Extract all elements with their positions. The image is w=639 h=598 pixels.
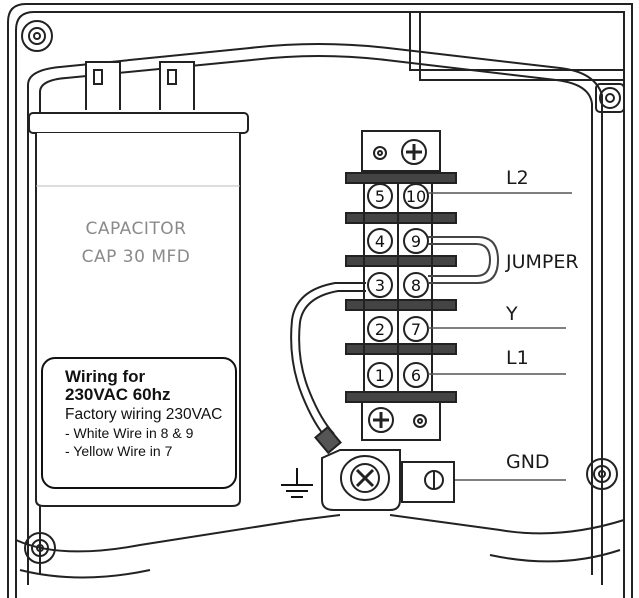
note-yellow-wire: - Yellow Wire in 7 <box>65 442 173 459</box>
terminal-8: 8 <box>411 276 421 295</box>
capacitor-label-line2: CAP 30 MFD <box>82 247 191 267</box>
capacitor-label-line1: CAPACITOR <box>86 219 187 239</box>
corner-screw-bottom-left <box>24 532 56 564</box>
terminal-circles <box>367 183 429 388</box>
terminal-10: 10 <box>406 187 426 206</box>
corner-screw-top-left <box>21 20 53 52</box>
terminal-3: 3 <box>375 276 385 295</box>
terminal-block <box>345 130 457 441</box>
terminal-9: 9 <box>411 232 421 251</box>
note-white-wire: - White Wire in 8 & 9 <box>65 424 194 441</box>
terminal-7: 7 <box>411 320 421 339</box>
label-jumper: JUMPER <box>505 251 579 273</box>
terminal-4: 4 <box>375 232 385 251</box>
ground-wire <box>290 282 366 455</box>
ground-symbol-icon <box>281 468 313 498</box>
corner-screw-top-right <box>595 83 625 113</box>
enclosure-outline <box>7 3 633 598</box>
terminal-1: 1 <box>375 366 385 385</box>
note-title-line2: 230VAC 60hz <box>65 384 171 404</box>
label-y: Y <box>505 303 518 325</box>
label-gnd: GND <box>506 451 550 473</box>
terminal-2: 2 <box>375 320 385 339</box>
note-title-line1: Wiring for <box>65 367 146 386</box>
jumper-wire <box>428 236 500 284</box>
terminal-5: 5 <box>375 187 385 206</box>
label-l1: L1 <box>506 347 529 369</box>
corner-screw-bottom-right <box>586 458 618 490</box>
wiring-note-box: Wiring for 230VAC 60hz Factory wiring 23… <box>41 357 237 489</box>
ground-lug <box>321 449 455 511</box>
terminal-6: 6 <box>411 366 421 385</box>
label-l2: L2 <box>506 167 529 189</box>
note-factory-wiring: Factory wiring 230VAC <box>65 405 223 423</box>
